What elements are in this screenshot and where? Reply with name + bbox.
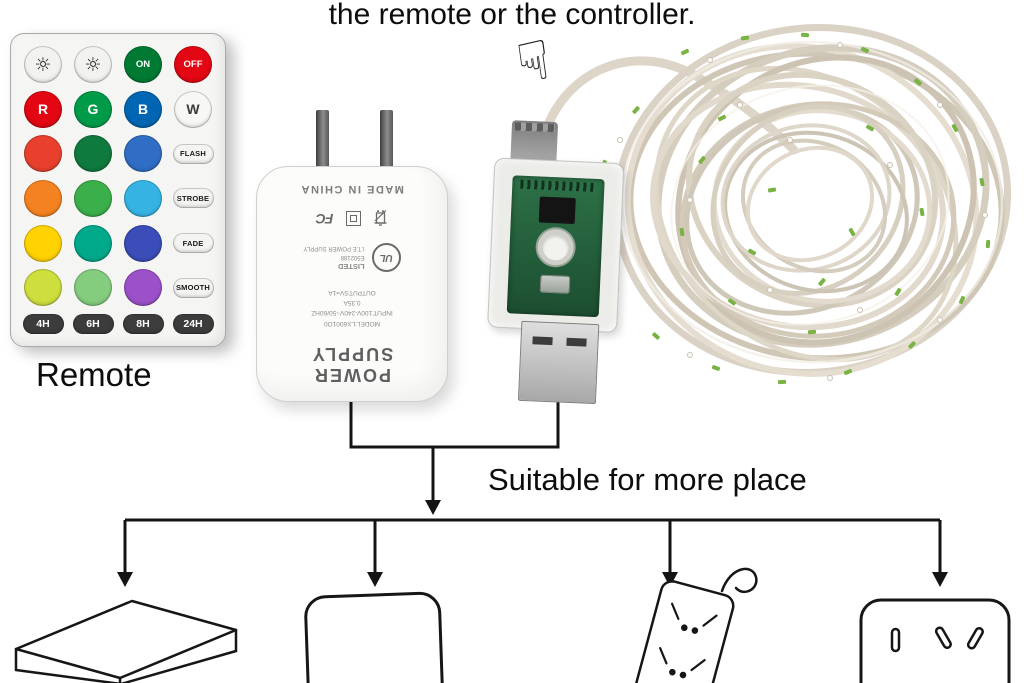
on-button: ON [124, 46, 162, 83]
circuit-board [506, 175, 605, 318]
ul-certification: UL LISTED E502188 I.T.E POWER SUPPLY [303, 242, 401, 272]
weee-bin-icon [374, 210, 387, 227]
color-royal-blue-button [124, 135, 162, 173]
power-supply-text: POWER SUPPLY [310, 344, 394, 385]
red-button: R [24, 90, 62, 128]
arrowhead-4 [932, 572, 948, 587]
color-orange-button [24, 179, 62, 217]
usb-plug [517, 320, 600, 405]
controller-housing [487, 157, 625, 333]
timer-8h-button: 8H [122, 313, 164, 334]
power-cord [720, 567, 758, 594]
fade-button: FADE [172, 233, 214, 254]
crystal-component [539, 274, 571, 294]
remote-label: Remote [36, 356, 152, 393]
color-chartreuse-button [24, 269, 62, 307]
strobe-button: STROBE [172, 188, 214, 209]
color-sky-blue-button [124, 179, 162, 217]
ul-logo-text: UL [379, 251, 393, 263]
made-in-china-text: MADE IN CHINA [300, 183, 404, 195]
ul-logo: UL [371, 242, 401, 272]
plug-prong-left [316, 110, 329, 174]
center-arrowhead [425, 500, 441, 515]
blue-button: B [124, 90, 162, 128]
color-forest-green-button [74, 135, 112, 173]
green-button: G [74, 90, 112, 128]
controller-button [536, 228, 575, 267]
color-teal-button [74, 224, 112, 262]
ul-number-text: E502188 [340, 253, 365, 260]
adapter-input: INPUT:100V-240V~50/60HZ [311, 309, 393, 317]
timer-6h-button: 6H [72, 313, 114, 334]
led-string-lights-coil [540, 24, 1012, 385]
color-indigo-button [124, 224, 162, 262]
color-light-green-button [74, 269, 112, 307]
usb-controller [474, 119, 626, 405]
white-button: W [174, 90, 212, 128]
adapter-print: POWER SUPPLY MODEL:LX6001O0 INPUT:100V-2… [269, 183, 435, 385]
usb-slot [532, 336, 553, 346]
arrowhead-1 [117, 572, 133, 587]
brightness-down-button: ☼ [24, 46, 62, 83]
double-insulation-icon [346, 211, 362, 227]
adapter-model: MODEL:LX6001O0 [324, 319, 381, 327]
coil-loops [612, 24, 1012, 377]
suitable-caption: Suitable for more place [488, 462, 807, 497]
color-green-button [74, 179, 112, 217]
pcb-pins [520, 179, 597, 192]
ul-listed-text: LISTED [337, 262, 365, 272]
ul-ite-text: I.T.E POWER SUPPLY [303, 245, 365, 252]
power-adapter: POWER SUPPLY MODEL:LX6001O0 INPUT:100V-2… [256, 110, 448, 402]
color-yellow-button [24, 224, 62, 262]
smooth-button: SMOOTH [172, 277, 214, 298]
plug-prong-right [380, 110, 393, 174]
timer-24h-button: 24H [172, 313, 214, 334]
color-red-button [24, 135, 62, 173]
adapter-body: POWER SUPPLY MODEL:LX6001O0 INPUT:100V-2… [256, 166, 448, 402]
certification-icons: FC [317, 210, 388, 227]
power-strip-icon [613, 567, 758, 683]
phone-icon [304, 591, 446, 683]
adapter-output: OUTPUT:5V=1A [328, 289, 376, 297]
fcc-logo: FC [316, 210, 334, 227]
brightness-up-button: ☼ [74, 46, 112, 83]
color-purple-button [124, 269, 162, 307]
flash-button: FLASH [172, 143, 214, 164]
adapter-amp: 0.35A [343, 299, 361, 307]
arrowhead-2 [367, 572, 383, 587]
wall-socket-icon [859, 598, 1011, 683]
top-caption: the remote or the controller. [328, 0, 696, 31]
ic-chip [538, 196, 576, 225]
off-button: OFF [174, 46, 212, 83]
usb-slot [566, 337, 587, 347]
timer-4h-button: 4H [22, 313, 64, 334]
ul-texts: LISTED E502188 I.T.E POWER SUPPLY [303, 244, 364, 271]
bed-board-icon [14, 599, 238, 683]
adapter-ratings: MODEL:LX6001O0 INPUT:100V-240V~50/60HZ 0… [311, 287, 392, 327]
